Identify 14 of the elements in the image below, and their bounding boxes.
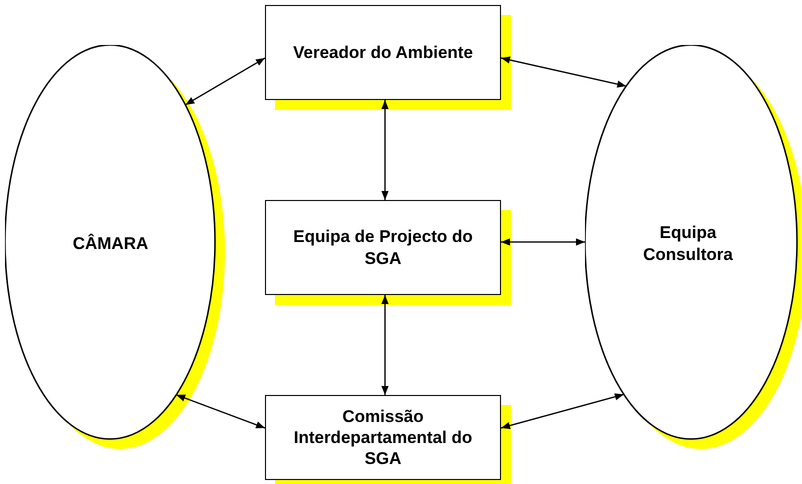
connector-arrow	[381, 295, 389, 395]
connector-arrow	[501, 238, 585, 246]
node-label: Comissão Interdepartamental do SGA	[292, 406, 474, 470]
connector-arrow	[185, 57, 266, 106]
node-label: Equipa Consultora	[642, 222, 734, 265]
connector-arrow	[500, 393, 624, 430]
node-label: Vereador do Ambiente	[293, 42, 473, 64]
connector-arrow	[381, 100, 389, 200]
connector-arrow	[176, 394, 266, 429]
ellipse-node	[5, 45, 226, 452]
node-label: Equipa de Projecto do SGA	[292, 226, 474, 269]
ellipse-node	[585, 45, 801, 452]
node-label: CÂMARA	[72, 232, 148, 254]
connector-arrow	[500, 56, 626, 88]
